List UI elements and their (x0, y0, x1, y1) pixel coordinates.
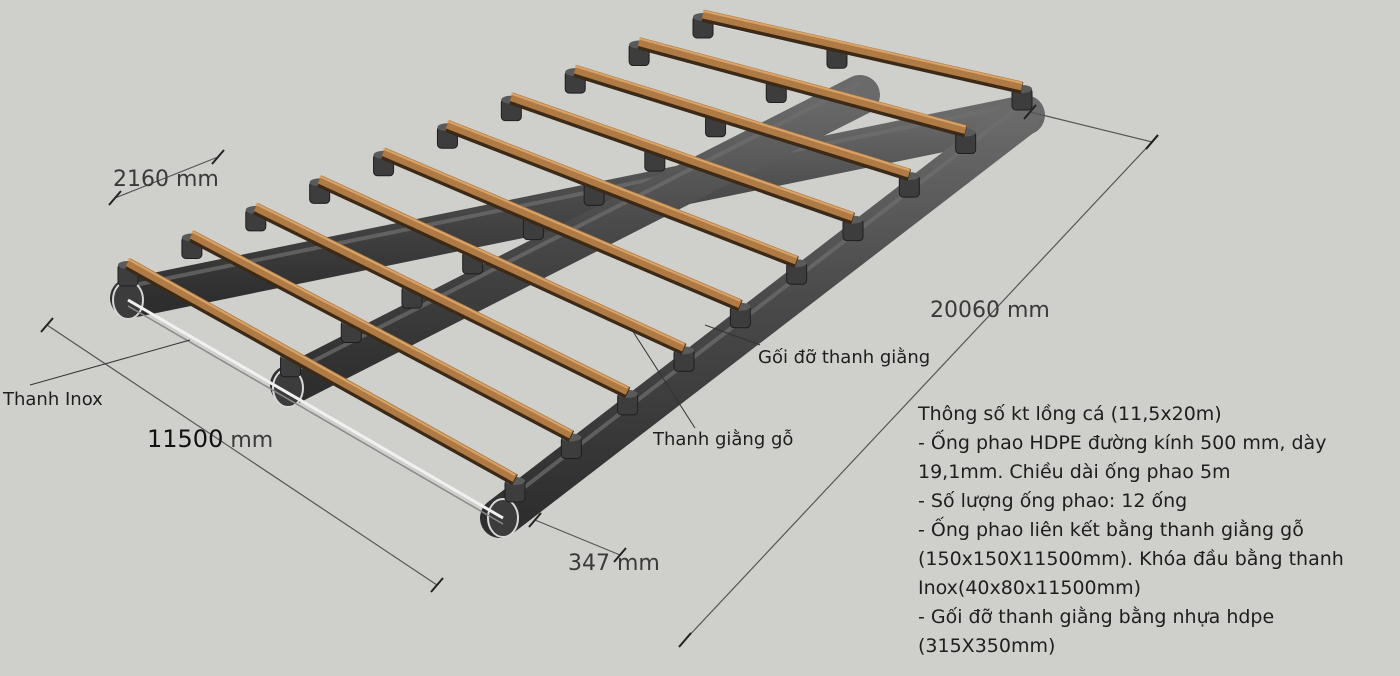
spec-block: Thông số kt lồng cá (11,5x20m) - Ống pha… (918, 400, 1388, 661)
float-pipe (480, 98, 1040, 538)
wood-brace-highlight (447, 120, 798, 259)
spec-line: - Ống phao HDPE đường kính 500 mm, dày (918, 432, 1327, 454)
spec-line: - Gối đỡ thanh giằng bằng nhựa hdpe (918, 606, 1275, 628)
dimension-length: 20060 mm (930, 298, 1050, 323)
dimension-line-347 (534, 519, 621, 556)
callout-brace-support: Gối đỡ thanh giằng (758, 347, 931, 367)
dimension-line-347-tick (613, 547, 627, 563)
dimension-line-20060-top-tick (1023, 104, 1037, 120)
dimension-line-11500-tick (40, 317, 54, 333)
dimension-width-main-unit: mm (223, 428, 274, 453)
wood-brace (445, 120, 799, 265)
dimension-line-11500 (46, 324, 438, 586)
wood-brace (509, 92, 855, 221)
dimension-end-offset: 347 mm (568, 551, 660, 576)
wood-brace-highlight (638, 37, 966, 128)
wood-brace-highlight (702, 10, 1023, 84)
wood-brace (381, 147, 743, 308)
callout-leaders (29, 324, 761, 429)
leader-wood-brace (631, 329, 696, 429)
leader-brace-support (704, 324, 761, 346)
dimension-line-2160-tick (108, 190, 122, 206)
wood-brace-highlight (574, 65, 910, 172)
dimension-line-347-tick (528, 512, 542, 528)
float-pipe-highlight (128, 101, 1027, 288)
dimension-line-20060-tick (678, 632, 692, 648)
dimension-line-2160-tick (211, 149, 225, 165)
float-pipe (110, 95, 1045, 318)
spec-title: Thông số kt lồng cá (11,5x20m) (918, 403, 1222, 425)
callout-inox-bar: Thanh Inox (3, 389, 103, 410)
dimension-width-top: 2160 mm (113, 167, 219, 192)
float-pipe-highlight (498, 104, 1022, 508)
dimension-line-2160 (114, 156, 219, 199)
wood-brace-highlight (511, 92, 854, 215)
spec-line: 19,1mm. Chiều dài ống phao 5m (918, 461, 1231, 483)
spec-line: Inox(40x80x11500mm) (918, 577, 1142, 599)
leader-inox-bar (29, 339, 191, 386)
spec-line: - Số lượng ống phao: 12 ống (918, 490, 1188, 512)
wood-brace-highlight (255, 202, 629, 389)
dimension-line-20060 (684, 141, 1153, 641)
wood-brace (637, 37, 967, 134)
dimension-line-11500-tick (430, 577, 444, 593)
callout-wood-brace: Thanh giằng gỗ (653, 429, 794, 450)
wood-brace (125, 258, 518, 482)
wood-brace (189, 230, 574, 439)
spec-line: (150x150X11500mm). Khóa đầu bằng thanh (918, 548, 1344, 570)
wood-brace (702, 9, 1023, 91)
inox-bar-near-shadow (127, 305, 504, 525)
wood-braces (117, 9, 1033, 503)
dimension-width-main-number: 11500 (147, 425, 224, 453)
wood-brace (253, 202, 630, 395)
wood-brace (573, 64, 911, 178)
wood-brace-highlight (319, 175, 685, 346)
wood-brace-highlight (127, 258, 516, 476)
wood-brace (317, 175, 686, 352)
wood-brace-highlight (383, 147, 741, 302)
spec-line: - Ống phao liên kết bằng thanh giằng gỗ (918, 519, 1304, 541)
dimension-line-20060-top (1029, 111, 1153, 143)
dimension-width-main: 11500 mm (147, 425, 273, 453)
wood-brace-highlight (191, 230, 572, 433)
inox-bar-near (127, 298, 504, 520)
spec-line: (315X350mm) (918, 635, 1056, 657)
dimension-lines (40, 104, 1159, 648)
dimension-line-20060-tick (1145, 134, 1159, 150)
hdpe-float-pipes (110, 20, 1045, 538)
